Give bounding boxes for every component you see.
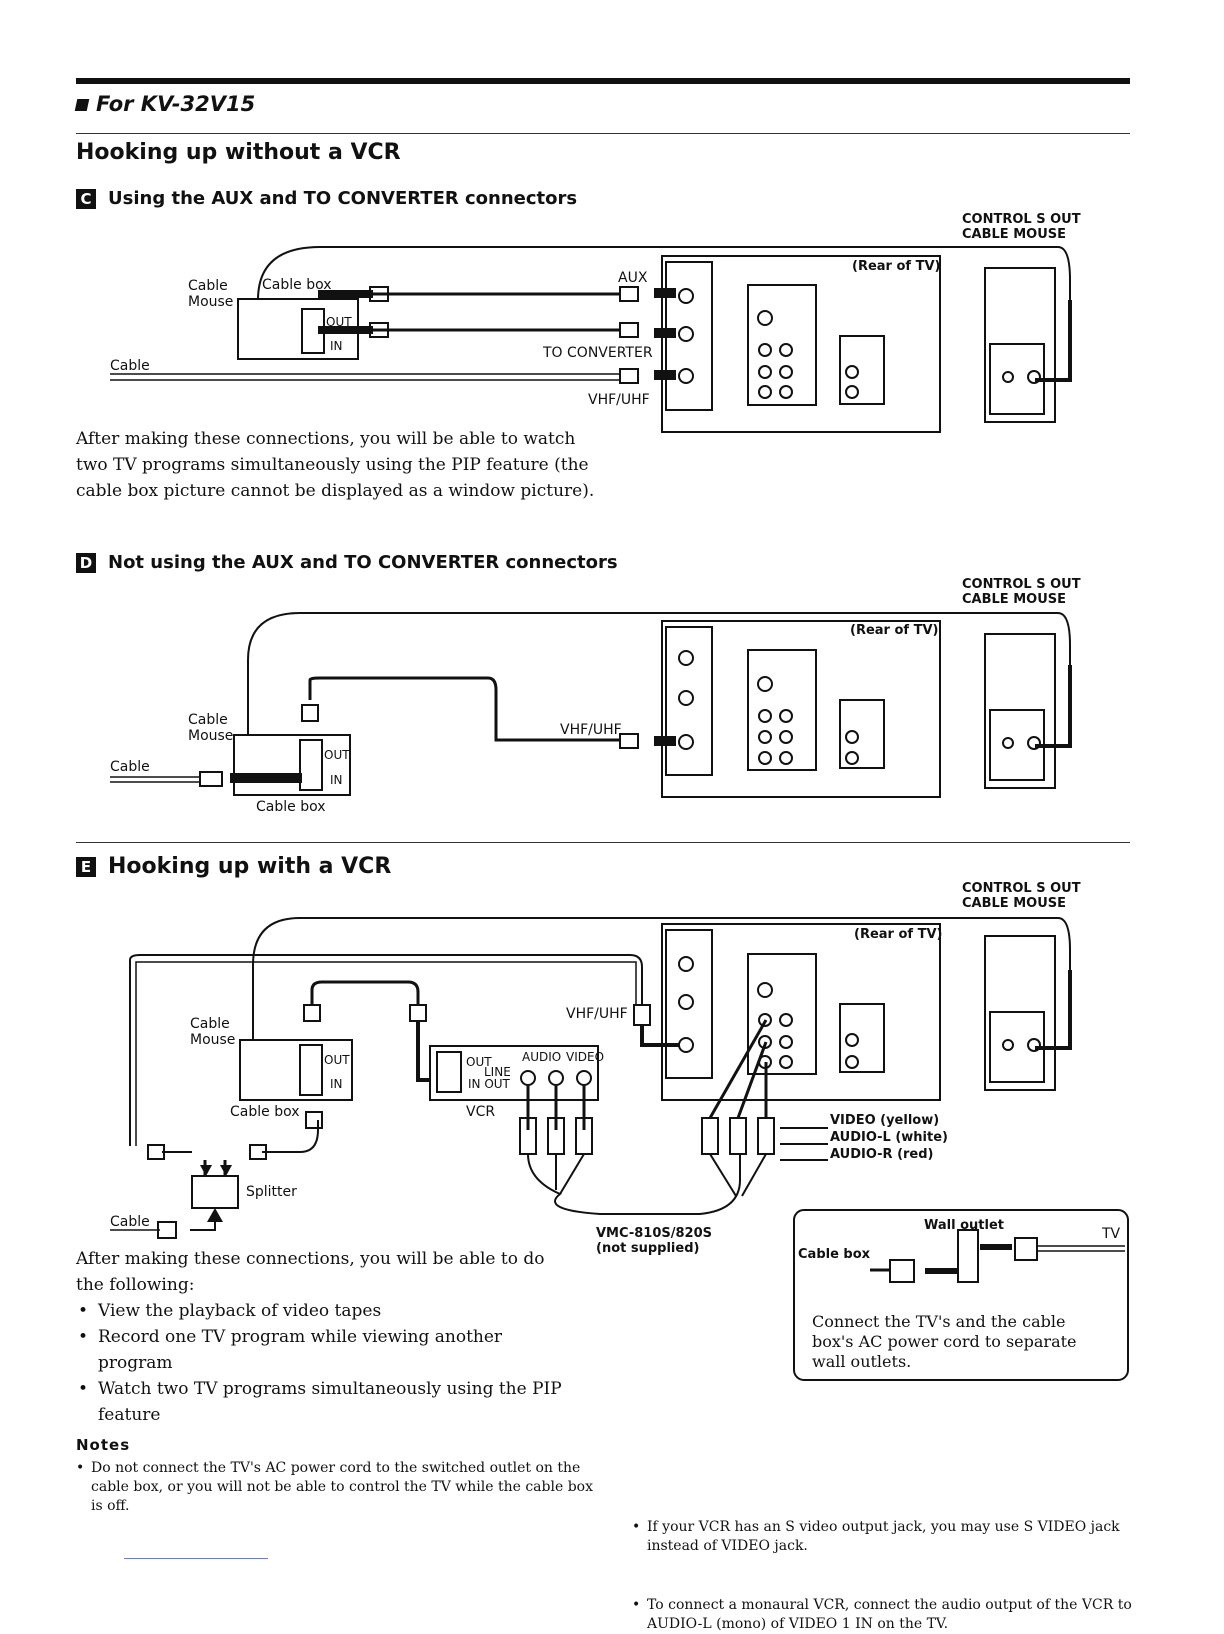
- e-vmc-label: VMC-810S/820S(not supplied): [596, 1226, 712, 1256]
- model-heading: For KV-32V15: [74, 92, 256, 116]
- diagrams: [110, 246, 1129, 1381]
- subsection-d-text: Not using the AUX and TO CONVERTER conne…: [108, 552, 618, 573]
- subsection-e-text: Hooking up with a VCR: [108, 854, 392, 879]
- note-left-1: Do not connect the TV's AC power cord to…: [76, 1459, 601, 1516]
- notes-heading: Notes: [76, 1436, 131, 1454]
- e-audio-r: AUDIO-R (red): [830, 1147, 934, 1162]
- e-bullet-list: View the playback of video tapes Record …: [76, 1298, 576, 1428]
- e-vcr-line: LINE: [484, 1065, 511, 1079]
- subsection-c-title: C Using the AUX and TO CONVERTER connect…: [76, 188, 577, 209]
- section-title: Hooking up without a VCR: [76, 140, 401, 165]
- d-cable-box-label: Cable box: [256, 799, 326, 815]
- section-rule: [76, 133, 1130, 134]
- e-cable-box-label: Cable box: [230, 1104, 300, 1120]
- top-rule: [76, 78, 1130, 84]
- c-to-converter-label: TO CONVERTER: [543, 345, 653, 361]
- e-out-label: OUT: [324, 1053, 350, 1067]
- e-cable-label: Cable: [110, 1214, 150, 1230]
- list-item: Record one TV program while viewing anot…: [76, 1324, 576, 1376]
- section-e-rule: [76, 842, 1130, 843]
- c-aux-label: AUX: [618, 270, 648, 286]
- e-body-intro: After making these connections, you will…: [76, 1249, 545, 1295]
- e-vcr-out: OUT: [466, 1055, 492, 1069]
- wall-cable-box-label: Cable box: [798, 1247, 871, 1262]
- d-cable-label: Cable: [110, 759, 150, 775]
- badge-c: C: [76, 188, 96, 209]
- d-out-label: OUT: [324, 748, 350, 762]
- footer-rule: [124, 1558, 268, 1559]
- wall-outlet-label: Wall outlet: [924, 1218, 1004, 1233]
- c-in-label: IN: [330, 339, 343, 353]
- e-vhf-uhf-label: VHF/UHF: [566, 1006, 628, 1022]
- wall-tv-label: TV: [1102, 1226, 1121, 1242]
- c-vhf-uhf-label: VHF/UHF: [588, 392, 650, 408]
- badge-d: D: [76, 552, 96, 573]
- wall-outlet-text: Connect the TV's and the cable box's AC …: [812, 1312, 1077, 1371]
- e-vcr-in-out: IN OUT: [468, 1077, 510, 1091]
- e-vcr-label: VCR: [466, 1104, 496, 1120]
- list-item: View the playback of video tapes: [76, 1298, 576, 1324]
- list-item: Watch two TV programs simultaneously usi…: [76, 1376, 576, 1428]
- d-cable-mouse-label: Cable Mouse: [188, 712, 234, 744]
- e-vcr-video: VIDEO: [566, 1050, 605, 1064]
- model-square-icon: [74, 99, 90, 111]
- e-in-label: IN: [330, 1077, 343, 1091]
- c-cable-mouse-label: Cable Mouse: [188, 278, 234, 310]
- d-vhf-uhf-label: VHF/UHF: [560, 722, 622, 738]
- badge-e: E: [76, 856, 96, 877]
- e-splitter-label: Splitter: [246, 1184, 297, 1200]
- note-right-2: To connect a monaural VCR, connect the a…: [632, 1596, 1137, 1634]
- e-audio-l: AUDIO-L (white): [830, 1130, 948, 1145]
- e-video-yellow: VIDEO (yellow): [830, 1113, 940, 1128]
- subsection-d-title: D Not using the AUX and TO CONVERTER con…: [76, 552, 618, 573]
- c-body-text: After making these connections, you will…: [76, 429, 595, 501]
- d-in-label: IN: [330, 773, 343, 787]
- c-cable-label: Cable: [110, 358, 150, 374]
- d-rear-of-tv: (Rear of TV): [850, 623, 939, 638]
- subsection-e-title: E Hooking up with a VCR: [76, 854, 391, 879]
- e-rear-of-tv: (Rear of TV): [854, 927, 943, 942]
- e-vcr-audio: AUDIO: [522, 1050, 562, 1064]
- note-right-1: If your VCR has an S video output jack, …: [632, 1518, 1137, 1556]
- model-text: For KV-32V15: [96, 92, 256, 116]
- e-cable-mouse-label: Cable Mouse: [190, 1016, 236, 1048]
- subsection-c-text: Using the AUX and TO CONVERTER connector…: [108, 188, 578, 209]
- c-cable-box-label: Cable box: [262, 277, 332, 293]
- c-out-label: OUT: [326, 315, 352, 329]
- c-rear-of-tv: (Rear of TV): [852, 259, 941, 274]
- e-body: After making these connections, you will…: [76, 1246, 576, 1428]
